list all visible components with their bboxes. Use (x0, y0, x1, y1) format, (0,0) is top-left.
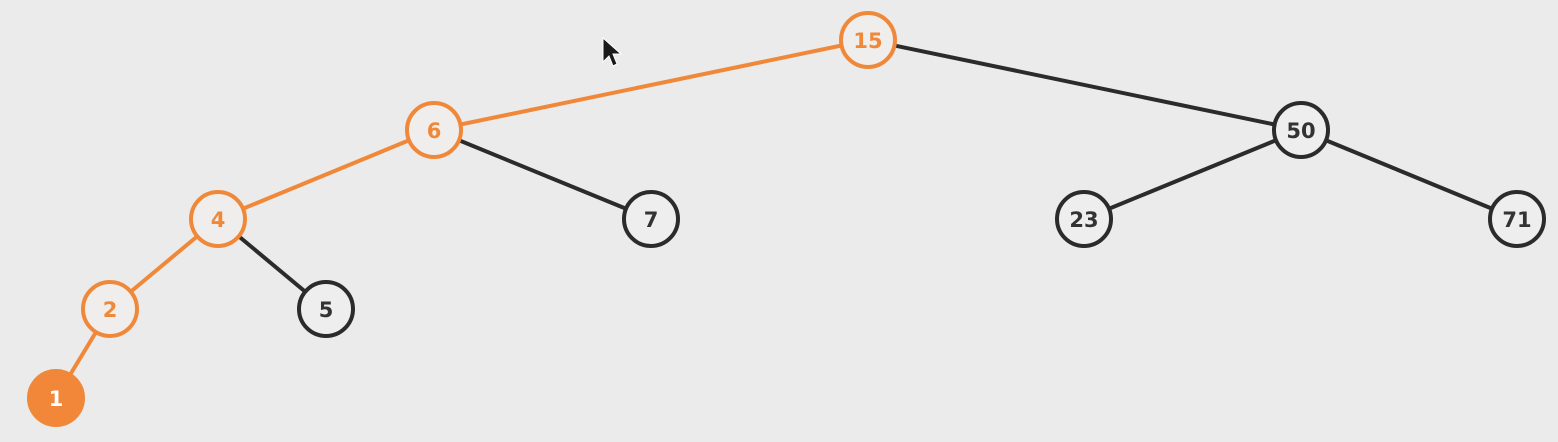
edge-15-50 (866, 38, 1303, 132)
node-circle (27, 369, 85, 427)
node-circle (1272, 101, 1330, 159)
edge-50-71 (1299, 128, 1519, 221)
node-label: 15 (853, 29, 882, 53)
tree-node-50: 50 (1272, 101, 1330, 159)
edge-6-4 (216, 128, 436, 221)
tree-node-5: 5 (297, 280, 355, 338)
edge-15-6 (432, 38, 870, 132)
node-label: 7 (644, 208, 659, 232)
node-circle (839, 11, 897, 69)
node-circle (189, 190, 247, 248)
tree-node-6: 6 (405, 101, 463, 159)
node-circle (81, 280, 139, 338)
node-circle (1488, 190, 1546, 248)
node-label: 1 (49, 387, 64, 411)
tree-node-23: 23 (1055, 190, 1113, 248)
edge-6-7 (432, 128, 653, 221)
node-circle (1055, 190, 1113, 248)
node-circle (405, 101, 463, 159)
tree-node-4: 4 (189, 190, 247, 248)
node-circle (297, 280, 355, 338)
mouse-pointer-icon (602, 36, 623, 67)
node-label: 4 (211, 208, 226, 232)
tree-node-7: 7 (622, 190, 680, 248)
node-label: 71 (1502, 208, 1531, 232)
tree-node-71: 71 (1488, 190, 1546, 248)
node-label: 5 (319, 298, 334, 322)
tree-node-15: 15 (839, 11, 897, 69)
node-label: 23 (1069, 208, 1098, 232)
node-label: 6 (427, 119, 442, 143)
edges-layer (54, 38, 1519, 400)
node-label: 50 (1286, 119, 1315, 143)
tree-node-2: 2 (81, 280, 139, 338)
node-circle (622, 190, 680, 248)
tree-node-1: 1 (27, 369, 85, 427)
node-label: 2 (103, 298, 118, 322)
edge-50-23 (1082, 128, 1303, 221)
nodes-layer: 15 6 50 4 7 23 71 2 5 1 (27, 11, 1546, 427)
